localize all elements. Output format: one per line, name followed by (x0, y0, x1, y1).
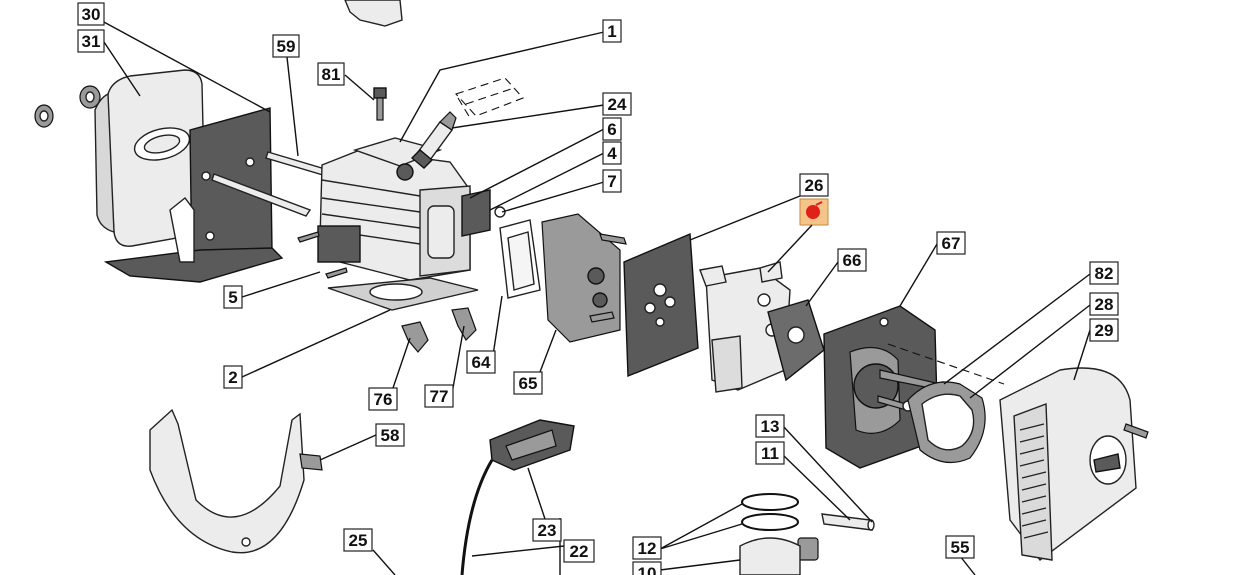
callout-label-28: 28 (1089, 292, 1119, 316)
callout-number: 64 (472, 353, 491, 372)
screw-part (297, 231, 348, 279)
piston-ring-part (741, 493, 799, 531)
callout-label-59: 59 (272, 34, 300, 58)
washer-part (79, 85, 101, 109)
callout-number: 30 (82, 5, 101, 24)
callout-label-67: 67 (936, 231, 966, 255)
callout-label-12: 12 (632, 536, 662, 560)
fuel-part (460, 419, 575, 575)
callout-number: 7 (607, 172, 616, 191)
piston-part (739, 537, 801, 575)
callout-label-10: 10 (632, 561, 662, 575)
callout-number: 22 (570, 542, 589, 561)
callout-number: 1 (607, 22, 616, 41)
highlighted-part-marker (799, 198, 829, 226)
callout-number: 10 (638, 564, 657, 575)
callout-number: 11 (761, 444, 779, 463)
callout-number: 28 (1095, 295, 1114, 314)
callout-number: 24 (608, 95, 627, 114)
callout-label-6: 6 (602, 117, 622, 141)
callout-label-65: 65 (513, 371, 543, 395)
callout-label-55: 55 (945, 535, 975, 559)
bolt-part (373, 87, 387, 121)
callout-number: 6 (607, 120, 616, 139)
callout-label-31: 31 (77, 29, 105, 53)
clip-part (451, 307, 477, 341)
callout-label-13: 13 (755, 414, 785, 438)
leader-lines (101, 20, 1091, 575)
gasket-plate-part (623, 232, 699, 378)
callout-label-1: 1 (602, 19, 622, 43)
callout-number: 66 (843, 251, 862, 270)
callout-number: 23 (538, 521, 557, 540)
gasket-part (461, 189, 506, 237)
callout-label-11: 11 (755, 441, 785, 465)
bearing-part (797, 537, 819, 561)
callout-label-22: 22 (563, 539, 595, 563)
callout-label-82: 82 (1089, 261, 1119, 285)
filter-element-part (907, 381, 986, 464)
callout-label-64: 64 (466, 350, 496, 374)
callout-label-23: 23 (532, 518, 562, 542)
air-filter-housing-part (823, 305, 939, 469)
spark-plug-part (410, 111, 457, 169)
callout-number: 13 (761, 417, 780, 436)
callout-label-58: 58 (375, 423, 405, 447)
callout-number: 81 (322, 65, 341, 84)
filter-cover-part (999, 367, 1149, 561)
callout-label-77: 77 (424, 384, 454, 408)
callout-number: 77 (430, 387, 449, 406)
callout-label-81: 81 (317, 62, 345, 86)
long-bolt-part (211, 151, 336, 217)
dashed-element-part (455, 77, 524, 119)
callout-number: 26 (805, 176, 824, 195)
callout-label-2: 2 (223, 365, 243, 389)
callout-number: 2 (228, 368, 237, 387)
callout-label-24: 24 (602, 92, 632, 116)
callout-number: 76 (374, 390, 393, 409)
callout-label-5: 5 (223, 285, 243, 309)
callout-label-66: 66 (837, 248, 867, 272)
clip-part (401, 321, 429, 353)
callout-label-76: 76 (368, 387, 398, 411)
part-top-bracket (344, 0, 403, 27)
callout-label-25: 25 (343, 528, 373, 552)
callout-number: 65 (519, 374, 538, 393)
intake-shroud-part (149, 408, 323, 554)
base-gasket-part (327, 277, 479, 311)
alignment-line (887, 343, 1005, 385)
callout-number: 31 (82, 32, 101, 51)
callout-number: 55 (951, 538, 970, 557)
heat-shield-part (103, 107, 284, 283)
intake-manifold-part (541, 213, 627, 343)
callout-number: 82 (1095, 264, 1114, 283)
callout-number: 59 (277, 37, 296, 56)
callout-label-29: 29 (1089, 318, 1119, 342)
callout-number: 58 (381, 426, 400, 445)
callout-label-7: 7 (602, 169, 622, 193)
callout-number: 29 (1095, 321, 1114, 340)
callout-number: 25 (349, 531, 368, 550)
cylinder-part (317, 137, 471, 281)
intake-gasket-part (499, 219, 541, 299)
callout-label-26: 26 (799, 173, 829, 197)
callout-number: 5 (228, 288, 237, 307)
callout-number: 4 (607, 144, 617, 163)
washer-part (34, 104, 54, 128)
callout-label-4: 4 (602, 141, 622, 165)
callout-label-30: 30 (77, 2, 105, 26)
callout-number: 12 (638, 539, 657, 558)
callout-number: 67 (942, 234, 961, 253)
